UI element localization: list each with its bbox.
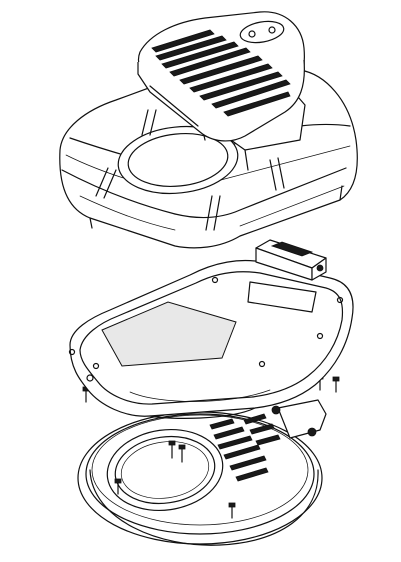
screw [114,478,122,495]
top-grille-cover [137,11,305,142]
grille-ribs [151,29,291,117]
mounting-plate [68,259,354,419]
screw [168,440,176,459]
screw [228,502,236,519]
small-bracket [255,239,327,281]
screw [332,376,340,393]
screw [178,444,186,463]
base-tray [77,399,327,546]
vent-slots [209,413,281,482]
